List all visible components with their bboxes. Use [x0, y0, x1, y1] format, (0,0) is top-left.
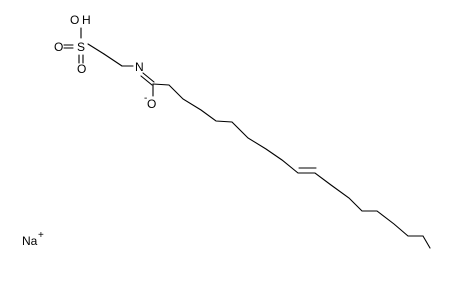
oxide-o-label: O [147, 97, 156, 111]
sulfonyl-o-left-label: O [54, 40, 63, 54]
hydroxyl-h-label: H [82, 13, 91, 27]
sodium-label: Na [22, 234, 38, 248]
hydroxyl-o-label: O [70, 13, 79, 27]
nitrogen-label: N [135, 60, 144, 74]
oxide-charge-label: - [144, 93, 147, 104]
bond-n-c-double-a [142, 72, 155, 83]
bond-n-c-double-b [140, 75, 153, 86]
sulfonyl-o-bottom-label: O [77, 62, 86, 76]
bond-s-ch2 [87, 43, 105, 55]
alkyl-chain [152, 83, 431, 249]
sodium-charge-label: + [38, 230, 44, 241]
bond-ch2-ch2 [103, 53, 123, 67]
sulfur-label: S [77, 40, 85, 54]
